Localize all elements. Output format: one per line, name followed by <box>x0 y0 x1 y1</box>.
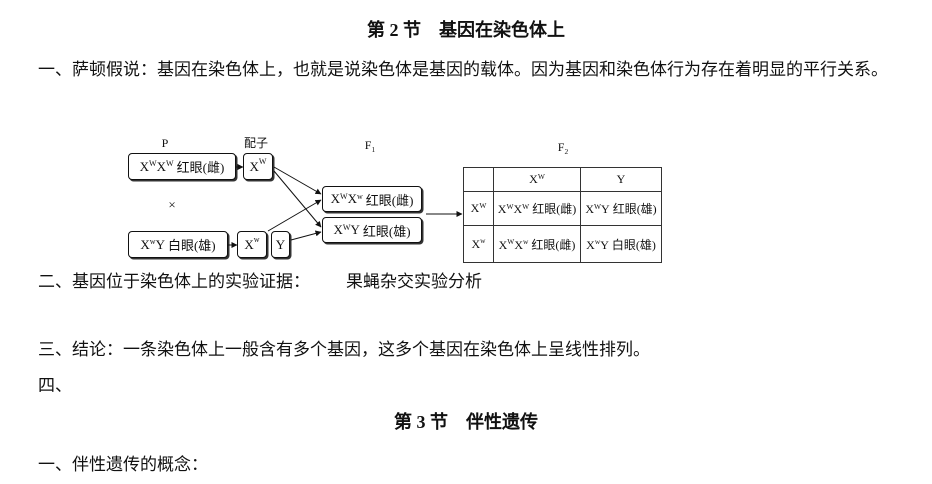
row-header-cell: Xw <box>463 225 494 263</box>
allele-superscript: W <box>479 200 487 210</box>
allele-superscript: w <box>149 237 156 247</box>
allele: X <box>347 191 357 206</box>
table-header-row: XW Y <box>463 167 662 192</box>
allele: X <box>140 236 150 252</box>
genotype: XWXW <box>140 159 174 175</box>
allele-superscript: W <box>507 237 515 247</box>
p-female-box: XWXW 红眼(雌) <box>128 153 236 180</box>
allele: X <box>514 237 523 252</box>
phenotype: 红眼(雌) <box>532 202 577 216</box>
allele: Y <box>155 236 165 252</box>
label-parent-generation: P <box>161 136 169 150</box>
gamete-male-y-box: Y <box>271 231 290 258</box>
f1-female-box: XWXw 红眼(雌) <box>322 186 422 212</box>
allele: X <box>249 158 259 174</box>
row-header-cell: XW <box>463 191 494 226</box>
label-f2-generation: F2 <box>557 140 569 156</box>
allele: Y <box>616 172 626 186</box>
allele-superscript: w <box>480 236 486 246</box>
section-3-title: 第 3 节 伴性遗传 <box>394 412 538 432</box>
allele-superscript: W <box>342 222 351 232</box>
section-2-title: 第 2 节 基因在染色体上 <box>367 20 565 40</box>
allele: X <box>586 237 595 252</box>
label-gametes: 配子 <box>243 136 269 150</box>
allele: Y <box>600 237 609 252</box>
allele-superscript: W <box>506 201 514 211</box>
genotype: XWY <box>333 222 359 238</box>
allele: X <box>139 158 150 174</box>
allele: X <box>513 202 523 216</box>
phenotype: 红眼(雄) <box>362 223 411 239</box>
arrow-gamete-female-to-f1-male <box>273 170 322 228</box>
p-male-box: XwY 白眼(雄) <box>128 231 228 258</box>
label-f1-base: F <box>364 138 372 152</box>
label-f1-subscript: 1 <box>371 144 376 154</box>
allele: X <box>330 191 340 206</box>
f1-male-box: XWY 红眼(雄) <box>322 217 422 243</box>
allele: X <box>333 222 343 237</box>
allele-superscript: w <box>523 237 529 247</box>
allele-superscript: W <box>593 201 602 211</box>
allele: X <box>498 237 508 252</box>
experimental-evidence-line: 二、基因位于染色体上的实验证据： 果蝇杂交实验分析 <box>38 272 482 292</box>
table-corner-cell <box>463 167 494 192</box>
genotype: XWXw <box>331 191 363 207</box>
allele: X <box>529 172 538 186</box>
label-f2-subscript: 2 <box>564 146 569 156</box>
cross-symbol: × <box>168 197 176 212</box>
item-four-heading: 四、 <box>38 376 72 395</box>
phenotype: 红眼(雌) <box>365 192 414 208</box>
phenotype: 白眼(雄) <box>611 237 656 252</box>
allele: X <box>471 236 481 251</box>
experimental-evidence-value: 果蝇杂交实验分析 <box>346 272 482 291</box>
allele: X <box>585 202 594 216</box>
allele-superscript: W <box>339 191 348 201</box>
label-f2-base: F <box>557 140 565 154</box>
allele-superscript: w <box>594 237 601 247</box>
genotype: XwY <box>140 237 165 253</box>
conclusion-paragraph: 三、结论：一条染色体上一般含有多个基因，这多个基因在染色体上呈线性排列。 <box>38 340 650 359</box>
sex-linked-inheritance-concept-heading: 一、伴性遗传的概念： <box>38 455 208 474</box>
label-f1-generation: F1 <box>364 138 376 154</box>
arrow-gamete-female-to-f1-female <box>273 166 322 195</box>
phenotype: 红眼(雌) <box>531 237 576 252</box>
allele-superscript: w <box>356 191 363 201</box>
arrow-gamete-male-x-to-f1-female <box>267 199 322 232</box>
allele: Y <box>275 236 286 252</box>
allele-superscript: W <box>537 171 545 181</box>
allele: X <box>470 201 480 215</box>
allele: Y <box>350 222 360 237</box>
experimental-evidence-label: 二、基因位于染色体上的实验证据： <box>38 272 310 291</box>
phenotype: 红眼(雄) <box>612 202 657 216</box>
allele-superscript: W <box>149 159 157 169</box>
allele: X <box>497 202 507 216</box>
allele-superscript: W <box>522 201 530 211</box>
phenotype: 红眼(雌) <box>176 160 225 175</box>
allele: X <box>244 236 254 252</box>
allele-superscript: W <box>166 159 174 169</box>
col-header-cell: Y <box>580 167 662 192</box>
col-header-cell: XW <box>493 167 581 192</box>
sutton-hypothesis-paragraph: 一、萨顿假说：基因在染色体上，也就是说染色体是基因的载体。因为基因和染色体行为存… <box>38 60 888 79</box>
allele: Y <box>601 202 610 216</box>
allele: X <box>156 158 167 174</box>
phenotype: 白眼(雄) <box>167 238 216 253</box>
arrow-gamete-male-y-to-f1-male <box>290 230 322 241</box>
